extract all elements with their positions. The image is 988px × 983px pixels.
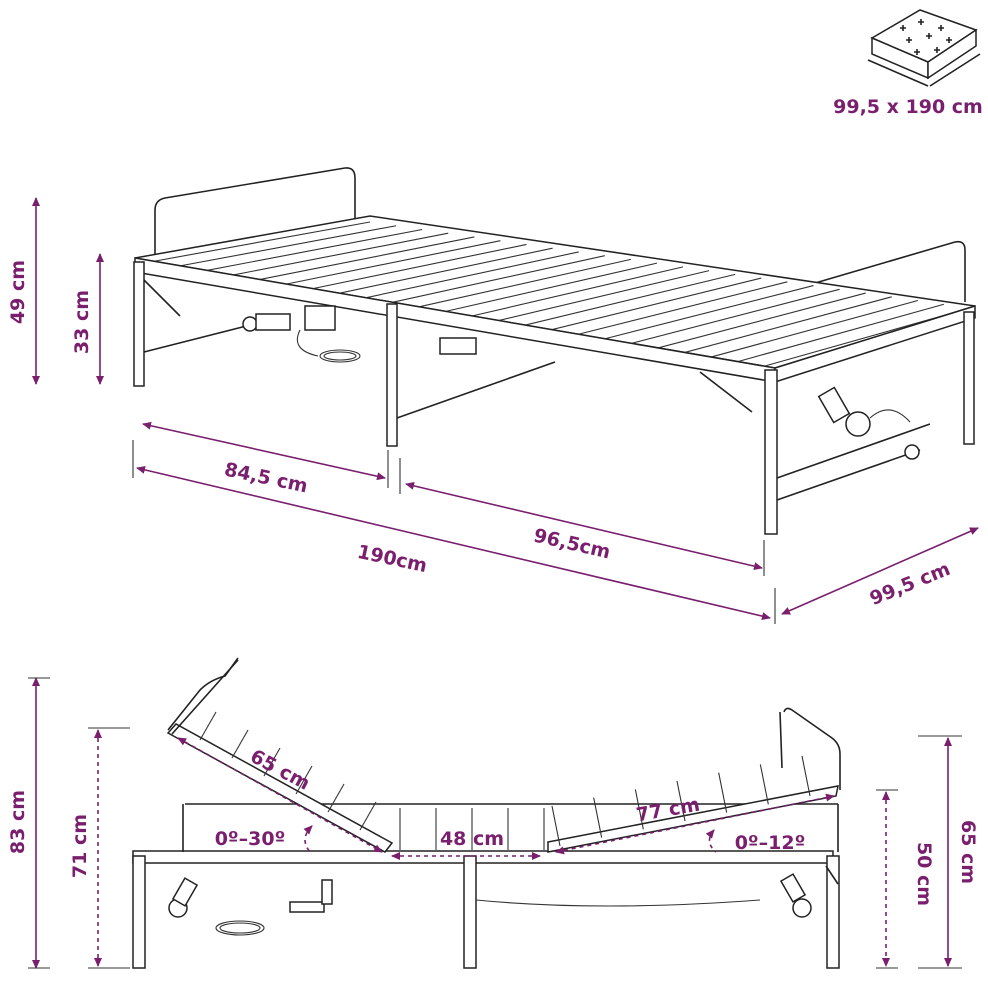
slat bbox=[711, 299, 918, 358]
slat bbox=[801, 755, 811, 797]
width-label: 99,5 cm bbox=[867, 558, 954, 610]
slat bbox=[256, 236, 475, 281]
slat bbox=[577, 281, 788, 335]
slat bbox=[199, 711, 217, 741]
back-angle-label: 0º–30º bbox=[215, 828, 286, 850]
slat bbox=[417, 258, 631, 308]
mattress-size-label: 99,5 x 190 cm bbox=[833, 96, 983, 118]
middle-section-label: 48 cm bbox=[440, 828, 504, 850]
slat bbox=[359, 801, 377, 831]
slat bbox=[604, 285, 814, 340]
height-frame-label: 33 cm bbox=[71, 290, 93, 354]
slat bbox=[363, 251, 579, 299]
slat bbox=[444, 262, 658, 313]
leg-angle-label: 0º–12º bbox=[735, 832, 806, 854]
height-leg-end-label: 50 cm bbox=[913, 842, 935, 906]
slat bbox=[657, 292, 866, 349]
height-max-label: 83 cm bbox=[7, 790, 29, 854]
slat bbox=[738, 303, 945, 363]
slat bbox=[759, 764, 769, 805]
slat bbox=[203, 228, 423, 272]
raised-dimensions bbox=[28, 677, 962, 969]
height-head-label: 71 cm bbox=[69, 814, 91, 878]
slat bbox=[176, 225, 397, 268]
slat bbox=[310, 243, 527, 290]
raised-bed-illustration bbox=[132, 657, 841, 969]
flat-dimensions bbox=[32, 197, 979, 624]
slat bbox=[684, 296, 892, 353]
slat bbox=[327, 783, 345, 813]
slat bbox=[497, 270, 710, 322]
slat bbox=[149, 221, 371, 263]
slat bbox=[550, 277, 762, 331]
slat bbox=[631, 288, 840, 344]
slat bbox=[718, 772, 728, 813]
slat bbox=[230, 232, 449, 277]
height-total-label: 49 cm bbox=[7, 260, 29, 324]
slat bbox=[524, 273, 736, 326]
height-leg-max-label: 65 cm bbox=[957, 820, 979, 884]
slat bbox=[390, 255, 605, 304]
flat-bed-illustration bbox=[133, 167, 976, 535]
slat bbox=[470, 266, 684, 317]
length-total-label: 190cm bbox=[355, 541, 429, 577]
mattress-icon bbox=[867, 9, 981, 87]
slat bbox=[283, 240, 501, 286]
motor-right bbox=[817, 386, 920, 460]
slat bbox=[337, 247, 553, 295]
slat bbox=[231, 729, 249, 759]
motor-left bbox=[242, 305, 477, 363]
